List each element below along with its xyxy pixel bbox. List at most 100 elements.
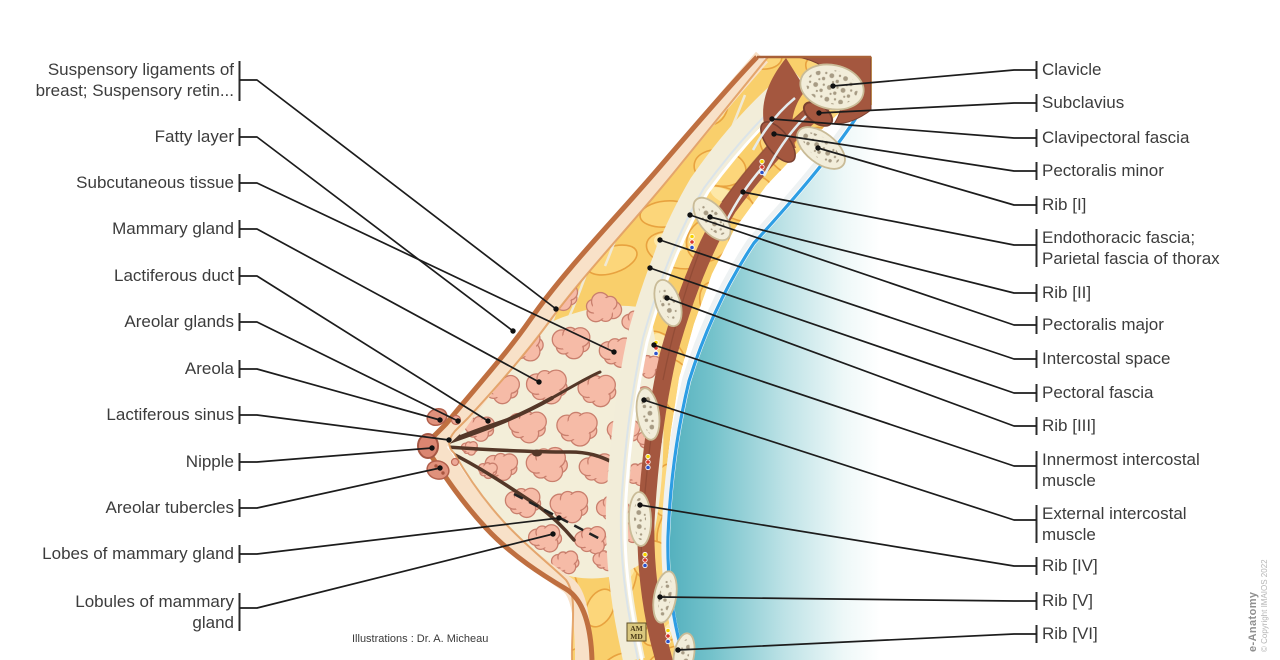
leader-line-clavipectoral-fascia [771, 118, 1037, 139]
leader-dot-pectoralis-minor [771, 131, 777, 137]
label-right-subclavius[interactable]: Subclavius [1042, 93, 1125, 112]
chest-wall [605, 67, 860, 660]
label-right-rib-i[interactable]: Rib [I] [1042, 195, 1087, 214]
label-right-pectoralis-minor[interactable]: Pectoralis minor [1042, 161, 1164, 180]
monogram-line2: MD [630, 632, 643, 641]
areolar-tubercle-dot [434, 464, 438, 468]
leader-dot-lobes-of-mammary-gland [556, 515, 562, 521]
label-right-pectoral-fascia[interactable]: Pectoral fascia [1042, 383, 1154, 402]
leader-line-rib-iv [639, 504, 1037, 567]
nipple-mound [417, 433, 439, 459]
label-right-innermost-intercostal-muscle[interactable]: Innermost intercostal muscle [1042, 450, 1200, 490]
leader-line-subclavius [818, 102, 1037, 114]
leader-dot-intercostal-space [657, 237, 663, 243]
leader-dot-rib-ii [707, 214, 713, 220]
leader-line-rib-iii [666, 297, 1037, 427]
leader-dot-external-intercostal-muscle [641, 397, 647, 403]
label-right-endothoracic-fascia[interactable]: Endothoracic fascia; Parietal fascia of … [1042, 228, 1220, 268]
watermark: e-Anatomy © Copyright IMAIOS 2022 [1247, 559, 1270, 652]
leader-line-pectoral-fascia [649, 267, 1037, 394]
watermark-copyright: © Copyright IMAIOS 2022 [1260, 559, 1269, 652]
leader-dot-areolar-tubercles [437, 465, 443, 471]
leader-line-endothoracic-fascia [742, 191, 1037, 246]
leader-dot-rib-v [657, 594, 663, 600]
leader-line-rib-i [817, 147, 1037, 206]
leader-line-subcutaneous-tissue [239, 182, 615, 353]
leader-dot-rib-vi [675, 647, 681, 653]
rib-vii-bone-partial [672, 632, 696, 660]
label-left-areolar-glands[interactable]: Areolar glands [124, 312, 234, 331]
leader-dot-rib-iv [637, 502, 643, 508]
leader-line-areola [239, 368, 441, 421]
leader-dot-nipple [429, 445, 435, 451]
leader-line-lactiferous-duct [239, 275, 489, 422]
leader-dot-suspensory-ligaments [553, 306, 559, 312]
leader-dot-fatty-layer [510, 328, 516, 334]
leader-line-areolar-tubercles [239, 467, 441, 509]
label-left-lactiferous-sinus[interactable]: Lactiferous sinus [106, 405, 234, 424]
label-left-lactiferous-duct[interactable]: Lactiferous duct [113, 266, 234, 285]
label-right-intercostal-space[interactable]: Intercostal space [1042, 349, 1171, 368]
label-right-pectoralis-major[interactable]: Pectoralis major [1042, 315, 1164, 334]
label-right-external-intercostal-muscle[interactable]: External intercostal muscle [1042, 504, 1187, 544]
leader-dot-subclavius [816, 110, 822, 116]
leader-line-fatty-layer [239, 136, 514, 332]
leader-line-external-intercostal-muscle [643, 399, 1037, 521]
label-left-lobes-of-mammary-gland[interactable]: Lobes of mammary gland [42, 544, 234, 563]
leader-line-lobules-of-mammary-gland [239, 533, 554, 609]
leader-line-pectoralis-major [689, 214, 1037, 326]
rib-iii-bone [653, 278, 683, 328]
label-right-rib-v[interactable]: Rib [V] [1042, 591, 1094, 610]
nipple-areola [417, 407, 462, 480]
leader-dot-pectoral-fascia [647, 265, 653, 271]
leader-dot-pectoralis-major [687, 212, 693, 218]
label-right-rib-ii[interactable]: Rib [II] [1042, 283, 1092, 302]
label-left-areola[interactable]: Areola [184, 359, 234, 378]
leader-dot-clavipectoral-fascia [769, 116, 775, 122]
areolar-tubercle-dot [441, 471, 445, 475]
label-right-rib-vi[interactable]: Rib [VI] [1042, 624, 1098, 643]
leader-dot-innermost-intercostal-muscle [651, 342, 657, 348]
label-right-clavicle[interactable]: Clavicle [1042, 60, 1102, 79]
leader-line-suspensory-ligaments [239, 79, 557, 310]
leader-line-clavicle [832, 69, 1037, 87]
label-left-areolar-tubercles[interactable]: Areolar tubercles [105, 498, 234, 517]
leader-line-pectoralis-minor [773, 133, 1037, 172]
leader-dot-lobules-of-mammary-gland [550, 531, 556, 537]
thoracic-cavity [669, 116, 880, 660]
label-right-clavipectoral-fascia[interactable]: Clavipectoral fascia [1042, 128, 1190, 147]
imaios-monogram: AM MD [626, 622, 647, 642]
leader-dot-areolar-glands [455, 418, 461, 424]
label-right-rib-iv[interactable]: Rib [IV] [1042, 556, 1098, 575]
monogram-line1: AM [630, 624, 643, 633]
illustration-credit: Illustrations : Dr. A. Micheau [352, 633, 489, 645]
leader-dot-endothoracic-fascia [740, 189, 746, 195]
watermark-brand: e-Anatomy [1247, 591, 1259, 652]
leader-lines-layer [238, 61, 1038, 653]
leader-line-mammary-gland [239, 228, 540, 383]
leader-dot-mammary-gland [536, 379, 542, 385]
label-left-nipple[interactable]: Nipple [185, 452, 234, 471]
leader-line-intercostal-space [659, 239, 1037, 360]
leader-line-innermost-intercostal-muscle [653, 344, 1037, 467]
label-left-lobules-of-mammary-gland[interactable]: Lobules of mammary gland [75, 592, 234, 632]
label-left-mammary-gland[interactable]: Mammary gland [112, 219, 234, 238]
label-right-rib-iii[interactable]: Rib [III] [1042, 416, 1096, 435]
leader-line-rib-vi [677, 633, 1037, 651]
leader-dot-areola [437, 417, 443, 423]
label-left-subcutaneous-tissue[interactable]: Subcutaneous tissue [76, 173, 234, 192]
leader-dot-rib-iii [664, 295, 670, 301]
leader-line-nipple [239, 447, 433, 463]
leader-dot-rib-i [815, 145, 821, 151]
leader-line-lactiferous-sinus [239, 414, 450, 441]
leader-line-rib-ii [709, 216, 1037, 294]
label-left-suspensory-ligaments[interactable]: Suspensory ligaments of breast; Suspenso… [35, 60, 234, 100]
leader-dot-lactiferous-duct [485, 418, 491, 424]
leader-line-areolar-glands [239, 321, 459, 422]
leader-dot-lactiferous-sinus [446, 437, 452, 443]
leader-dot-clavicle [830, 83, 836, 89]
label-left-fatty-layer[interactable]: Fatty layer [154, 127, 234, 146]
leader-line-rib-v [659, 596, 1037, 602]
